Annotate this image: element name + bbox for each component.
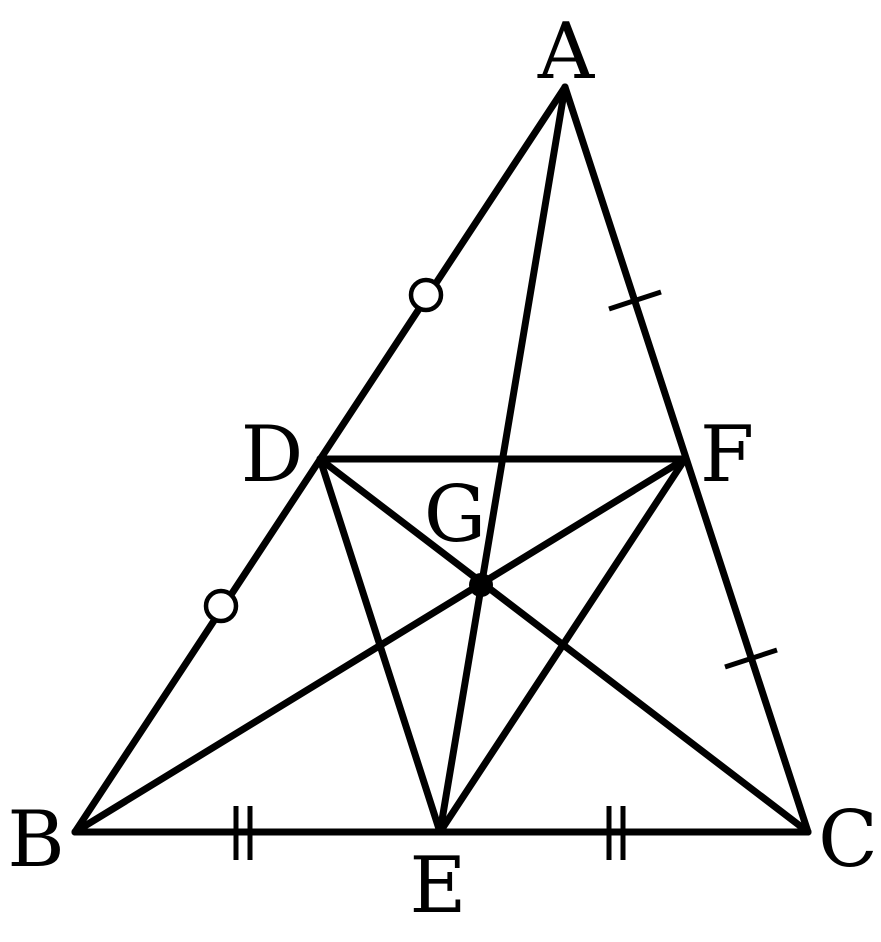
equal-mark-circle-db bbox=[203, 588, 239, 624]
label-f: F bbox=[700, 410, 754, 500]
equal-mark-circle-ad bbox=[408, 277, 444, 313]
equal-mark-tick-fc bbox=[724, 647, 778, 670]
median-cd bbox=[316, 455, 812, 836]
label-e: E bbox=[410, 841, 467, 931]
label-d: D bbox=[241, 410, 304, 500]
median-ae bbox=[436, 83, 569, 836]
label-b: B bbox=[7, 795, 64, 885]
equal-mark-tick-af bbox=[608, 289, 662, 312]
centroid-point-g bbox=[469, 573, 493, 597]
label-a: A bbox=[537, 7, 596, 97]
label-c: C bbox=[818, 795, 878, 885]
label-g: G bbox=[424, 470, 486, 560]
median-bf bbox=[71, 455, 689, 836]
